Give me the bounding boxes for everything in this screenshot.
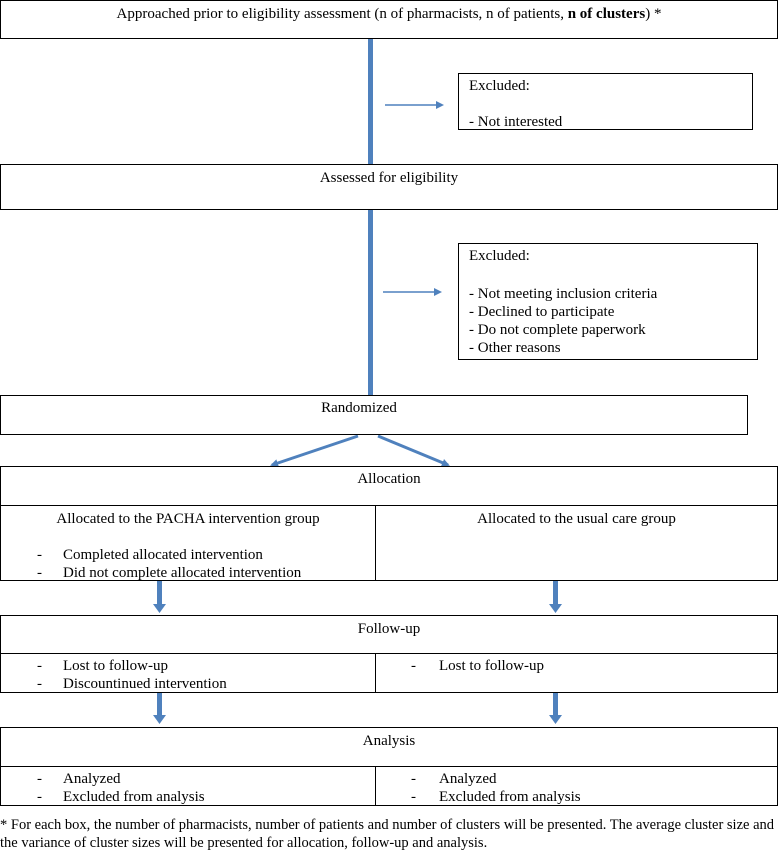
bullet: - (37, 676, 42, 692)
approached-bold-text: n of clusters (567, 6, 646, 22)
allocation-left-item: Completed allocated intervention (63, 547, 263, 563)
allocation-label: Allocation (357, 471, 421, 487)
allocation-left-title: Allocated to the PACHA intervention grou… (56, 511, 320, 527)
split-arrow-right (377, 434, 450, 467)
analysis-right-item: Analyzed (439, 771, 497, 787)
randomized-label: Randomized (321, 400, 397, 416)
followup-label: Follow-up (357, 621, 421, 637)
bullet: - (37, 565, 42, 581)
randomized-box: Randomized (0, 395, 748, 435)
allocation-header-box: Allocation (0, 466, 778, 506)
excluded-item: - Other reasons (469, 340, 561, 356)
bullet: - (411, 771, 416, 787)
bullet: - (411, 789, 416, 805)
down-arrow-right-2 (549, 693, 562, 724)
down-arrow-left-2 (153, 693, 166, 724)
flow-line-1 (368, 38, 373, 164)
followup-right-box: - Lost to follow-up (375, 653, 778, 693)
bullet: - (37, 547, 42, 563)
bullet: - (37, 789, 42, 805)
down-arrow-left-1 (153, 581, 166, 613)
analysis-right-box: - Analyzed - Excluded from analysis (375, 766, 778, 806)
split-arrow-left (270, 434, 359, 467)
bullet: - (37, 658, 42, 674)
allocation-right-box: Allocated to the usual care group (375, 505, 778, 581)
approached-label: Approached prior to eligibility assessme… (1, 5, 777, 23)
down-arrow-right-1 (549, 581, 562, 613)
excluded-box-2: Excluded: - Not meeting inclusion criter… (458, 243, 758, 360)
excluded-title-1: Excluded: (469, 78, 530, 94)
allocation-right-title: Allocated to the usual care group (477, 511, 676, 527)
allocation-left-box: Allocated to the PACHA intervention grou… (0, 505, 376, 581)
analysis-left-item: Analyzed (63, 771, 121, 787)
analysis-left-box: - Analyzed - Excluded from analysis (0, 766, 376, 806)
approached-box: Approached prior to eligibility assessme… (0, 0, 778, 39)
allocation-left-item: Did not complete allocated intervention (63, 565, 302, 581)
analysis-label: Analysis (362, 733, 416, 749)
followup-right-item: Lost to follow-up (439, 658, 544, 674)
flow-line-2 (368, 210, 373, 395)
analysis-right-item: Excluded from analysis (439, 789, 581, 805)
followup-left-item: Lost to follow-up (63, 658, 168, 674)
excluded-title-2: Excluded: (469, 248, 530, 264)
followup-header-box: Follow-up (0, 615, 778, 654)
analysis-left-item: Excluded from analysis (63, 789, 205, 805)
analysis-header-box: Analysis (0, 727, 778, 767)
excluded-item: - Not meeting inclusion criteria (469, 286, 658, 302)
bullet: - (411, 658, 416, 674)
excluded-item: - Declined to participate (469, 304, 615, 320)
assessed-label: Assessed for eligibility (319, 170, 459, 186)
followup-left-item: Discountinued intervention (63, 676, 227, 692)
approached-text: Approached prior to eligibility assessme… (116, 6, 568, 22)
excluded-item: - Do not complete paperwork (469, 322, 646, 338)
excluded-item: - Not interested (469, 114, 563, 130)
excluded-box-1: Excluded: - Not interested (458, 73, 753, 130)
footnote: * For each box, the number of pharmacist… (0, 817, 775, 851)
assessed-box: Assessed for eligibility (0, 164, 778, 210)
followup-left-box: - Lost to follow-up - Discountinued inte… (0, 653, 376, 693)
bullet: - (37, 771, 42, 787)
approached-suffix: ) * (645, 6, 662, 22)
